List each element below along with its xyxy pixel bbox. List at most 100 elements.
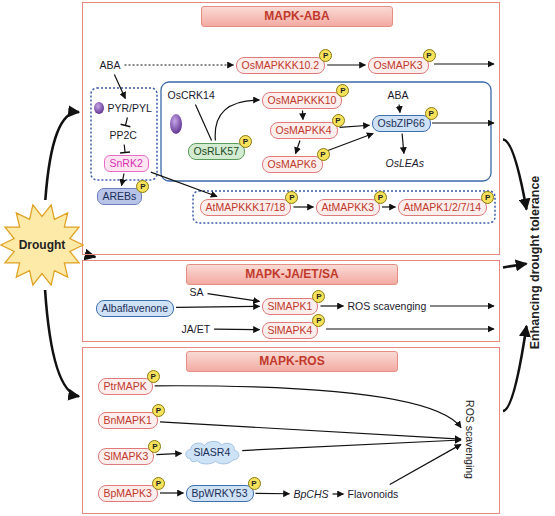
kinase-box: SnRK2 — [104, 155, 149, 172]
kinase-box: OsMAPK6 — [262, 156, 323, 173]
node-label: OsMAPKKK10 — [268, 94, 337, 107]
node-label: OsMAPKKK10.2 — [242, 59, 320, 72]
tf-box: OsbZIP66 — [372, 115, 431, 132]
arrow-line — [214, 329, 259, 331]
arrow-line — [114, 75, 125, 99]
oscrk14-icon — [170, 114, 182, 134]
node-label: OsCRK14 — [168, 89, 215, 102]
arrow-line — [382, 206, 395, 207]
phospho-mark: P — [136, 180, 149, 193]
inhibition-line — [124, 145, 126, 153]
node-label: Drought — [19, 239, 66, 252]
arrow-line — [293, 206, 313, 207]
tf-box: AREBs — [97, 188, 143, 205]
panel: MAPK-JA/ET/SASA Albaflavenone SlMAPK1 ROS s… — [82, 260, 500, 342]
signal-text: ABA — [98, 58, 123, 73]
arrow-line — [503, 139, 527, 209]
node-label: SlMAPK1 — [268, 300, 313, 313]
panel-heading: MAPK-JA/ET/SA — [186, 264, 398, 285]
node-label: OsMAPK6 — [268, 158, 317, 171]
receptor-box: OsRLK57 — [188, 143, 246, 160]
arrow-line — [390, 444, 461, 484]
phospho-mark: P — [239, 135, 252, 148]
phospho-mark: P — [152, 477, 165, 490]
kinase-box: OsMAPK3 — [368, 57, 429, 74]
panel: MAPK-ROSPtrMAPKBnMAPK1SlMAPK3SlASR4BpMAP… — [82, 347, 500, 514]
arrow-line — [242, 440, 461, 451]
arrow-line — [45, 112, 79, 200]
receptor-icon — [94, 102, 104, 114]
output-arrow — [430, 305, 494, 306]
arrow-line — [398, 105, 400, 113]
outcome-text: ROS scavenging — [346, 299, 429, 314]
vertical-title: Enhancing drought tolerance — [530, 175, 543, 349]
node-label: AREBs — [103, 190, 137, 203]
phospho-mark: P — [332, 114, 345, 127]
node-label: JA/ET — [182, 323, 211, 336]
panel-heading: MAPK-ABA — [201, 6, 393, 27]
node-label: PYR/PYL — [108, 102, 152, 115]
arrow-line — [503, 326, 527, 411]
output-arrow — [326, 328, 494, 329]
phospho-mark: P — [248, 477, 261, 490]
arrow-line — [215, 100, 259, 141]
kinase-box: BnMAPK1 — [98, 412, 158, 429]
arrow-line — [160, 492, 184, 493]
phospho-mark: P — [312, 290, 325, 303]
inhibition-bar — [120, 152, 130, 153]
node-label: AtMAPK1/2/7/14 — [404, 201, 482, 214]
phosphatase-text: PP2C — [108, 128, 139, 143]
node-label: PtrMAPK — [104, 380, 147, 393]
node-label: OsMAPKK4 — [276, 124, 332, 137]
arrow-line — [160, 422, 461, 439]
node-label: SlASR4 — [194, 446, 231, 459]
kinase-box: OsMAPKK4 — [270, 122, 338, 139]
node-label: Albaflavenone — [102, 302, 169, 315]
node-label: BnMAPK1 — [104, 414, 152, 427]
node-label: SlMAPK4 — [268, 324, 313, 337]
node-label: OsbZIP66 — [378, 117, 425, 130]
arrow-line — [302, 111, 304, 120]
receptor-text: PYR/PYL — [106, 101, 154, 116]
phospho-mark: P — [423, 49, 436, 62]
node-label: Flavonoids — [348, 488, 399, 501]
arrow-line — [125, 64, 234, 65]
node-label: SlMAPK3 — [104, 450, 149, 463]
tf-box: BpWRKY53 — [186, 485, 254, 502]
output-arrow — [432, 122, 494, 123]
output-arrow — [434, 63, 494, 64]
phospho-mark: P — [481, 191, 494, 204]
signal-text: JA/ET — [180, 322, 213, 337]
node-label: OsLEAs — [386, 157, 425, 170]
node-label: BpCHS — [294, 488, 329, 501]
outcome-text: ROS scavenging — [463, 400, 476, 479]
phospho-mark: P — [312, 314, 325, 327]
at-dotted-group — [193, 191, 495, 223]
compound-box: Albaflavenone — [96, 300, 175, 317]
kinase-box: OsMAPKKK10 — [262, 92, 343, 109]
kinase-box: SlMAPK4 — [262, 322, 319, 339]
metabolite-text: Flavonoids — [346, 487, 401, 502]
kinase-box: SlMAPK3 — [98, 448, 155, 465]
phospho-mark: P — [148, 440, 161, 453]
inhibition-line — [125, 118, 127, 126]
node-label: SA — [190, 286, 204, 299]
kinase-box: PtrMAPK — [98, 378, 153, 395]
node-label: PP2C — [110, 129, 137, 142]
node-label: ABA — [388, 89, 409, 102]
phospho-mark: P — [374, 191, 387, 204]
receptor-text: OsCRK14 — [166, 88, 217, 103]
node-label: Enhancing drought tolerance — [530, 175, 543, 349]
kinase-box: AtMAPK1/2/7/14 — [398, 199, 488, 216]
arrow-line — [176, 306, 259, 307]
gene-text: OsLEAs — [384, 156, 427, 171]
node-label: BpMAPK3 — [104, 487, 152, 500]
phospho-mark: P — [285, 191, 298, 204]
arrow-line — [402, 134, 404, 154]
arrow-line — [155, 386, 461, 428]
arrow-line — [333, 493, 344, 494]
node-label: SnRK2 — [110, 157, 143, 170]
phospho-mark: P — [147, 370, 160, 383]
arrow-line — [256, 493, 290, 495]
arrow-line — [296, 141, 300, 154]
